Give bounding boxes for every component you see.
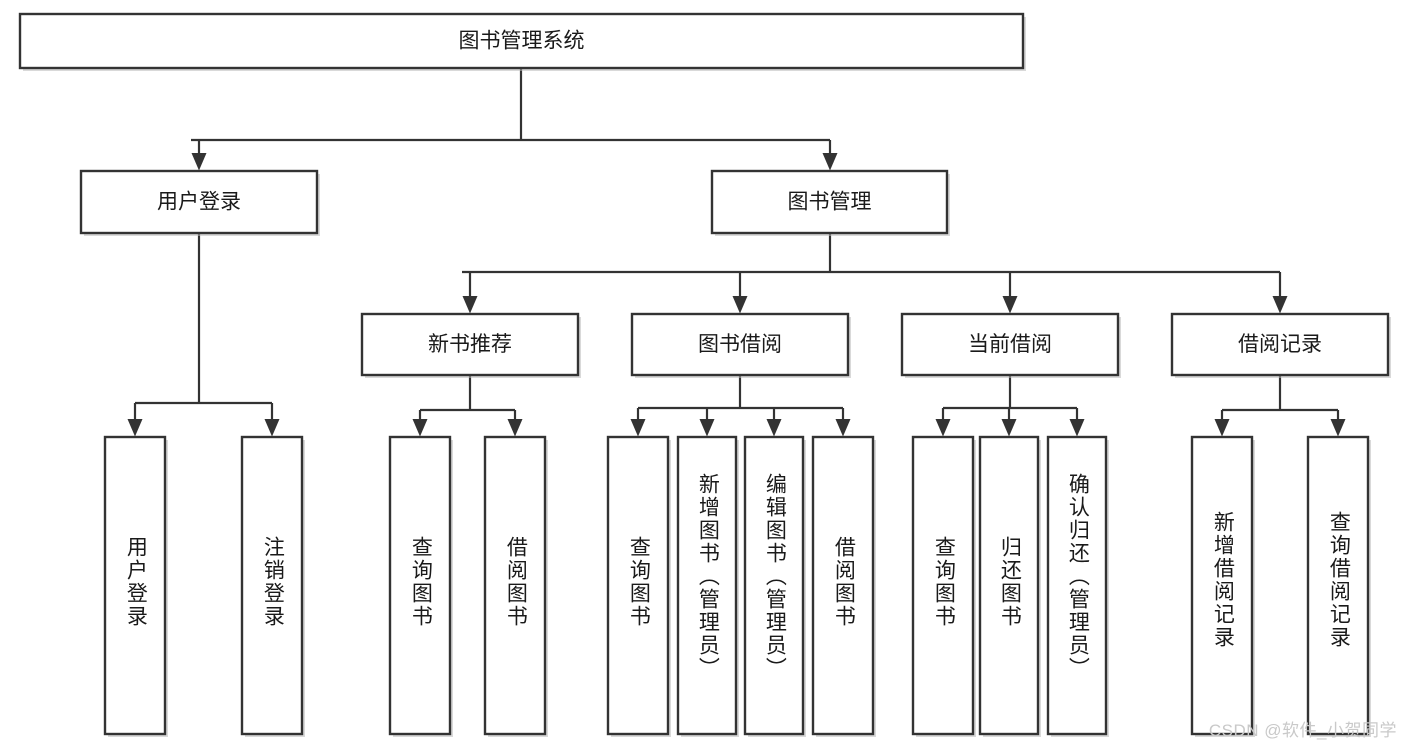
node-box[interactable] — [1170, 312, 1390, 377]
edge — [835, 408, 851, 437]
connectors-layer — [127, 68, 1346, 437]
node-box[interactable] — [630, 312, 850, 377]
node-box[interactable] — [1306, 435, 1370, 736]
edge — [264, 403, 280, 437]
edge — [766, 408, 782, 437]
edge-arrowhead — [462, 296, 478, 314]
edge — [191, 140, 207, 171]
connector-group — [943, 375, 1077, 410]
edge — [1001, 408, 1017, 437]
edge-arrowhead — [1330, 419, 1346, 437]
edge-arrowhead — [630, 419, 646, 437]
edge-arrowhead — [507, 419, 523, 437]
node-box[interactable] — [240, 435, 304, 736]
node-label: 用户登录 — [157, 191, 241, 214]
node-box[interactable] — [710, 169, 949, 235]
edge — [462, 272, 478, 314]
node-leaf-query-book-borrow[interactable] — [606, 435, 671, 737]
edge-arrowhead — [1272, 296, 1288, 314]
node-leaf-add-book[interactable] — [676, 435, 739, 737]
node-leaf-borrow-book[interactable] — [811, 435, 876, 737]
edge-arrowhead — [1002, 296, 1018, 314]
edge-arrowhead — [412, 419, 428, 437]
edge — [507, 410, 523, 437]
edge-arrowhead — [699, 419, 715, 437]
node-box[interactable] — [388, 435, 452, 736]
edge — [822, 140, 838, 171]
edge — [1214, 410, 1230, 437]
node-book-borrow[interactable]: 图书借阅 — [630, 312, 851, 378]
connector-group — [638, 375, 843, 410]
node-user-login[interactable]: 用户登录 — [79, 169, 320, 236]
node-box[interactable] — [18, 12, 1025, 70]
edge — [732, 272, 748, 314]
node-label: 当前借阅 — [968, 333, 1052, 356]
edge-arrowhead — [127, 419, 143, 437]
node-box[interactable] — [606, 435, 670, 736]
node-box[interactable] — [900, 312, 1120, 377]
node-box[interactable] — [743, 435, 805, 736]
node-box[interactable] — [1046, 435, 1108, 736]
node-box[interactable] — [1190, 435, 1254, 736]
edge-arrowhead — [732, 296, 748, 314]
edge-arrowhead — [191, 153, 207, 171]
node-leaf-user-login[interactable] — [103, 435, 168, 737]
node-current-borrow[interactable]: 当前借阅 — [900, 312, 1121, 378]
node-box[interactable] — [676, 435, 738, 736]
node-book-manage[interactable]: 图书管理 — [710, 169, 950, 236]
node-borrow-record[interactable]: 借阅记录 — [1170, 312, 1391, 378]
connector-group — [1222, 375, 1338, 412]
node-leaf-borrow-book-rec[interactable] — [483, 435, 548, 737]
node-root[interactable]: 图书管理系统 — [18, 12, 1026, 71]
edge-arrowhead — [1214, 419, 1230, 437]
node-label: 借阅记录 — [1238, 333, 1322, 356]
node-box[interactable] — [483, 435, 547, 736]
edge — [1330, 410, 1346, 437]
node-label: 图书管理系统 — [459, 30, 585, 53]
node-box[interactable] — [103, 435, 167, 736]
edge — [935, 408, 951, 437]
node-box[interactable] — [79, 169, 319, 235]
node-label: 图书管理 — [788, 191, 872, 214]
node-box[interactable] — [360, 312, 580, 377]
edge — [1272, 272, 1288, 314]
node-leaf-query-book-cur[interactable] — [911, 435, 976, 737]
edge — [1002, 272, 1018, 314]
node-label: 图书借阅 — [698, 333, 782, 356]
node-leaf-query-record[interactable] — [1306, 435, 1371, 737]
edge — [412, 410, 428, 437]
node-leaf-confirm-return[interactable] — [1046, 435, 1109, 737]
edge — [127, 403, 143, 437]
connector-group — [462, 233, 1280, 274]
edge-arrowhead — [835, 419, 851, 437]
edge — [1069, 408, 1085, 437]
node-box[interactable] — [811, 435, 875, 736]
edge-arrowhead — [1001, 419, 1017, 437]
edge-arrowhead — [1069, 419, 1085, 437]
connector-group — [191, 68, 830, 142]
csdn-watermark: CSDN @软件_小贺同学 — [1208, 721, 1397, 740]
node-label: 新书推荐 — [428, 333, 512, 356]
node-leaf-edit-book[interactable] — [743, 435, 806, 737]
node-box[interactable] — [911, 435, 975, 736]
edge — [699, 408, 715, 437]
connector-group — [135, 233, 272, 405]
edge-arrowhead — [264, 419, 280, 437]
edge-arrowhead — [766, 419, 782, 437]
node-leaf-return-book[interactable] — [978, 435, 1041, 737]
node-new-book-rec[interactable]: 新书推荐 — [360, 312, 581, 378]
edge-arrowhead — [822, 153, 838, 171]
node-box[interactable] — [978, 435, 1040, 736]
edge — [630, 408, 646, 437]
connector-group — [420, 375, 515, 412]
edge-arrowhead — [935, 419, 951, 437]
node-leaf-query-book-rec[interactable] — [388, 435, 453, 737]
node-leaf-logout[interactable] — [240, 435, 305, 737]
node-leaf-add-record[interactable] — [1190, 435, 1255, 737]
